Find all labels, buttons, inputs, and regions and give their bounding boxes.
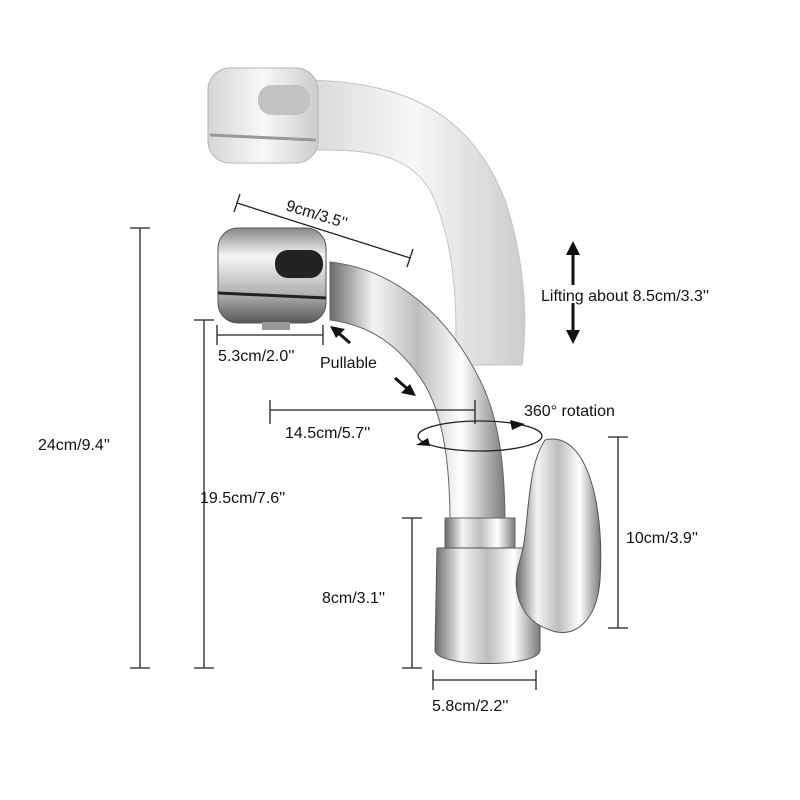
spout-reach-label: 14.5cm/5.7'' (285, 425, 370, 442)
pullable-arrows (330, 326, 416, 396)
faucet-body (217, 227, 602, 664)
body-height-label: 8cm/3.1'' (322, 590, 385, 607)
lifting-arrows (566, 241, 580, 344)
dimension-lines (130, 193, 628, 690)
handle-height-label: 10cm/3.9'' (626, 530, 698, 547)
pullable-label: Pullable (320, 355, 377, 372)
handle-lever (515, 438, 602, 633)
lifting-label: Lifting about 8.5cm/3.3'' (541, 288, 709, 305)
rotation-label: 360° rotation (524, 403, 615, 420)
base-diameter-label: 5.8cm/2.2'' (432, 698, 508, 715)
lifted-spout-ghost (207, 67, 526, 366)
head-width-label: 5.3cm/2.0'' (218, 348, 294, 365)
total-height-label: 24cm/9.4'' (38, 437, 110, 454)
rotation-indicator (416, 420, 543, 452)
head-length-label: 9cm/3.5'' (284, 198, 349, 233)
spout-height-label: 19.5cm/7.6'' (200, 490, 285, 507)
